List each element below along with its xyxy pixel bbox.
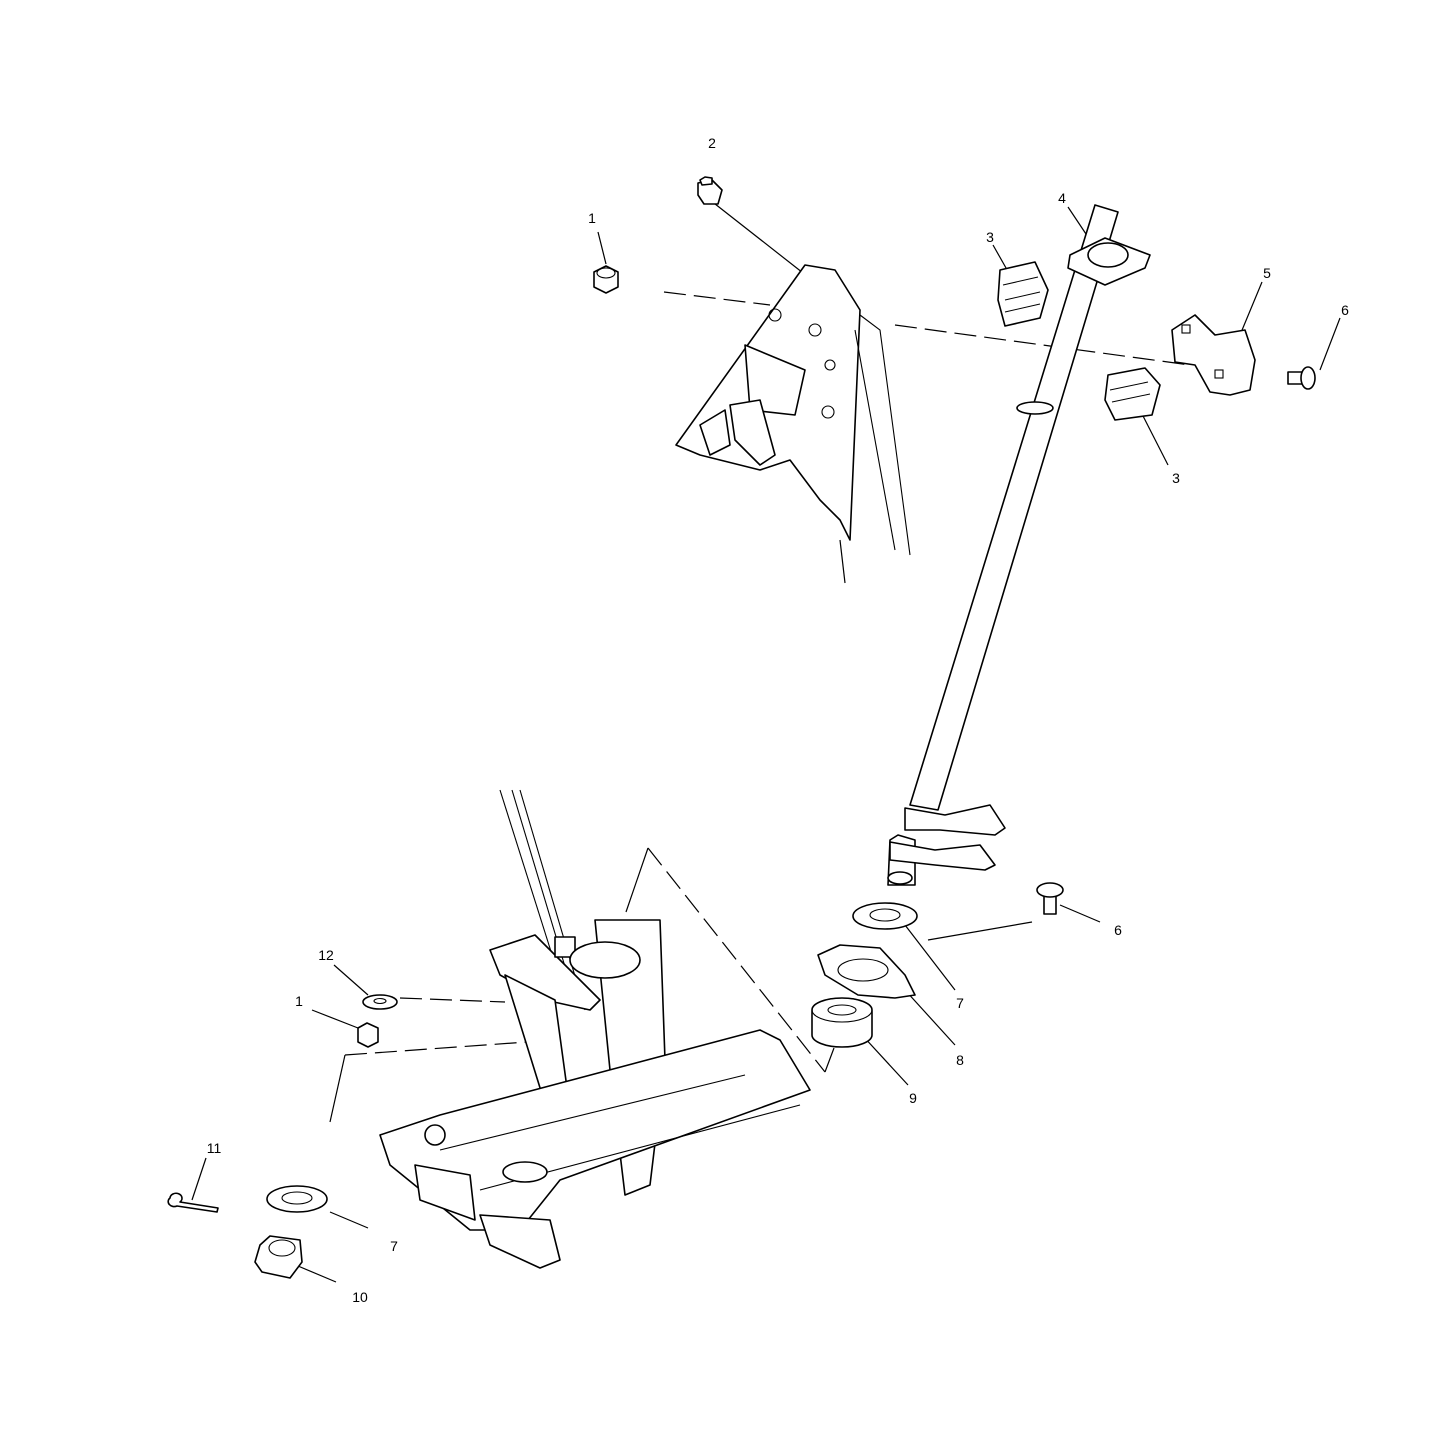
- part-12-washer: [362, 994, 398, 1010]
- part-1-nut-top: [593, 265, 619, 294]
- upper-bracket-plate: [675, 264, 911, 556]
- assembly-lines: [329, 291, 1191, 1123]
- callout-12: 12: [318, 947, 334, 963]
- part-7-washer-lower: [266, 1185, 328, 1213]
- lower-frame: [379, 789, 811, 1269]
- callout-6: 6: [1341, 302, 1349, 318]
- callout-3: 3: [986, 229, 994, 245]
- part-10-castle-nut: [254, 1235, 303, 1279]
- part-9-bearing: [811, 997, 873, 1048]
- part-1-nut-lower: [357, 1022, 379, 1048]
- callout-7: 7: [956, 995, 964, 1011]
- callout-9: 9: [909, 1090, 917, 1106]
- leader-lines: [191, 199, 1341, 1283]
- callout-3: 3: [1172, 470, 1180, 486]
- part-7-washer-upper: [852, 902, 918, 930]
- part-2-grease-fitting: [697, 176, 723, 205]
- part-11-cotter-pin: [167, 1192, 219, 1213]
- callout-7: 7: [390, 1238, 398, 1254]
- callout-4: 4: [1058, 190, 1066, 206]
- callout-8: 8: [956, 1052, 964, 1068]
- part-5-clamp: [1171, 314, 1256, 396]
- callout-5: 5: [1263, 265, 1271, 281]
- callout-6: 6: [1114, 922, 1122, 938]
- callout-1: 1: [295, 993, 303, 1009]
- part-8-flange: [817, 944, 916, 999]
- part-6-bolt-lower: [1036, 882, 1064, 915]
- part-6-bolt-upper: [1287, 366, 1316, 390]
- part-3-bushing-lower: [1104, 367, 1161, 421]
- part-3-bushing-upper: [997, 261, 1049, 327]
- steering-column: [887, 204, 1151, 886]
- callout-11: 11: [206, 1140, 222, 1156]
- callout-2: 2: [708, 135, 716, 151]
- callout-1: 1: [588, 210, 596, 226]
- callout-10: 10: [352, 1289, 368, 1305]
